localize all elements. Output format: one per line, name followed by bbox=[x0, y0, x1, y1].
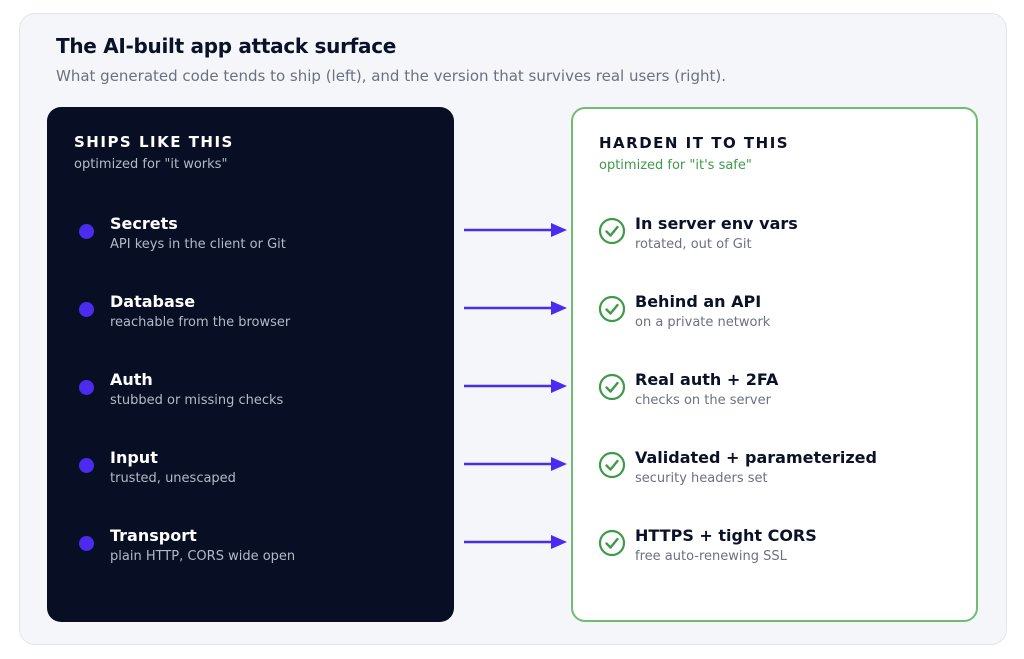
left-item-transport: Transport plain HTTP, CORS wide open bbox=[47, 521, 454, 571]
page-title: The AI-built app attack surface bbox=[56, 34, 397, 58]
check-circle-icon bbox=[598, 295, 626, 323]
right-item-desc: security headers set bbox=[635, 471, 768, 486]
right-item-title: Validated + parameterized bbox=[635, 448, 877, 467]
left-item-title: Secrets bbox=[110, 214, 178, 233]
right-item-title: HTTPS + tight CORS bbox=[635, 526, 817, 545]
right-item-env-vars: In server env vars rotated, out of Git bbox=[573, 209, 976, 259]
dot-icon bbox=[79, 536, 94, 551]
left-panel-subheading: optimized for "it works" bbox=[74, 157, 228, 172]
right-item-api: Behind an API on a private network bbox=[573, 287, 976, 337]
left-item-title: Auth bbox=[110, 370, 153, 389]
check-circle-icon bbox=[598, 373, 626, 401]
left-item-secrets: Secrets API keys in the client or Git bbox=[47, 209, 454, 259]
right-item-validated: Validated + parameterized security heade… bbox=[573, 443, 976, 493]
check-circle-icon bbox=[598, 451, 626, 479]
left-item-desc: reachable from the browser bbox=[110, 315, 291, 330]
left-item-desc: stubbed or missing checks bbox=[110, 393, 284, 408]
left-item-database: Database reachable from the browser bbox=[47, 287, 454, 337]
left-item-title: Input bbox=[110, 448, 158, 467]
right-item-desc: rotated, out of Git bbox=[635, 237, 752, 252]
dot-icon bbox=[79, 380, 94, 395]
right-item-desc: free auto-renewing SSL bbox=[635, 549, 787, 564]
dot-icon bbox=[79, 458, 94, 473]
ships-like-this-panel: SHIPS LIKE THIS optimized for "it works"… bbox=[47, 107, 454, 622]
left-item-input: Input trusted, unescaped bbox=[47, 443, 454, 493]
right-item-https: HTTPS + tight CORS free auto-renewing SS… bbox=[573, 521, 976, 571]
arrow-right-icon bbox=[464, 301, 567, 315]
left-item-desc: trusted, unescaped bbox=[110, 471, 236, 486]
dot-icon bbox=[79, 224, 94, 239]
right-item-desc: checks on the server bbox=[635, 393, 771, 408]
arrow-right-icon bbox=[464, 457, 567, 471]
left-panel-heading: SHIPS LIKE THIS bbox=[74, 133, 234, 151]
left-item-auth: Auth stubbed or missing checks bbox=[47, 365, 454, 415]
right-item-title: Behind an API bbox=[635, 292, 762, 311]
left-item-desc: plain HTTP, CORS wide open bbox=[110, 549, 296, 564]
arrow-right-icon bbox=[464, 535, 567, 549]
harden-it-panel: HARDEN IT TO THIS optimized for "it's sa… bbox=[571, 107, 978, 622]
right-panel-subheading: optimized for "it's safe" bbox=[599, 158, 752, 173]
right-item-desc: on a private network bbox=[635, 315, 771, 330]
page-subtitle: What generated code tends to ship (left)… bbox=[56, 67, 726, 85]
right-panel-heading: HARDEN IT TO THIS bbox=[599, 134, 790, 152]
right-item-title: Real auth + 2FA bbox=[635, 370, 779, 389]
check-circle-icon bbox=[598, 217, 626, 245]
left-item-title: Transport bbox=[110, 526, 197, 545]
left-item-title: Database bbox=[110, 292, 196, 311]
dot-icon bbox=[79, 302, 94, 317]
right-item-title: In server env vars bbox=[635, 214, 798, 233]
right-item-auth: Real auth + 2FA checks on the server bbox=[573, 365, 976, 415]
arrow-right-icon bbox=[464, 223, 567, 237]
check-circle-icon bbox=[598, 529, 626, 557]
arrow-right-icon bbox=[464, 379, 567, 393]
left-item-desc: API keys in the client or Git bbox=[110, 237, 286, 252]
